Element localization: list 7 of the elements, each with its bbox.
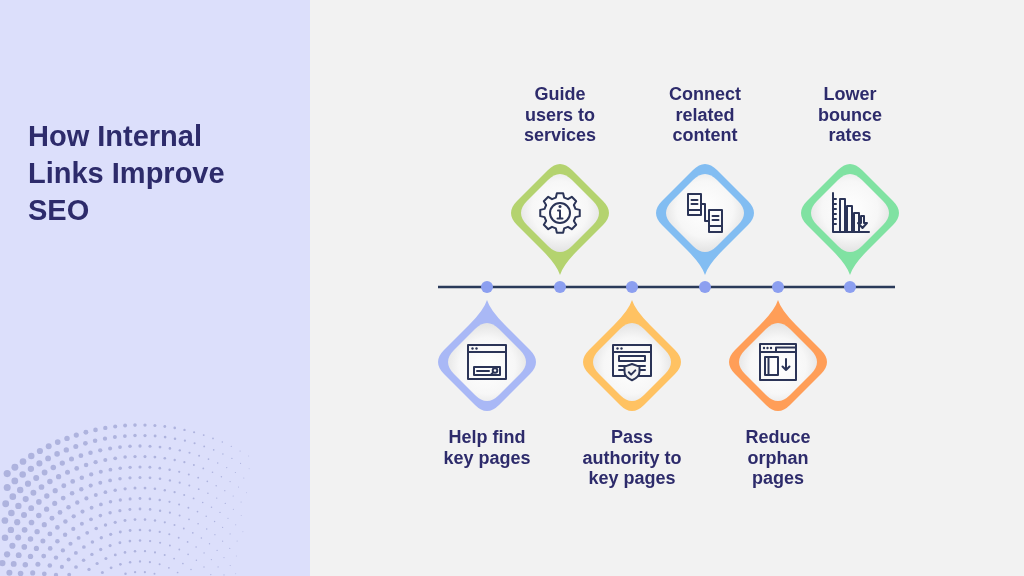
marker-caption: Lower bounce rates xyxy=(817,84,883,146)
marker-caption: Guide users to services xyxy=(522,84,598,146)
marker-caption: Connect related content xyxy=(668,84,742,146)
diagram-title: How Internal Links Improve SEO xyxy=(28,119,226,228)
marker-caption: Reduce orphan pages xyxy=(744,427,812,489)
marker-caption: Help find key pages xyxy=(442,427,532,468)
marker-caption: Pass authority to key pages xyxy=(581,427,683,489)
